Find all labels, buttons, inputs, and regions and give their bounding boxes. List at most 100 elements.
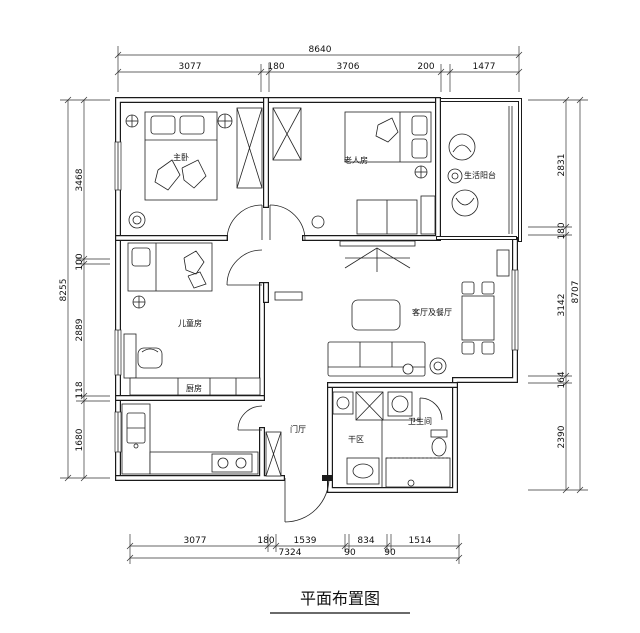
door-arc-kitchen bbox=[237, 405, 263, 431]
door-arc-entrance bbox=[284, 477, 330, 523]
burner-icon bbox=[235, 457, 247, 469]
children-bed-pillow bbox=[131, 247, 151, 267]
dimension-tick bbox=[562, 486, 570, 494]
floor-drain-icon bbox=[407, 479, 415, 487]
master-bed-pillow bbox=[179, 115, 205, 135]
dimension-tick bbox=[80, 255, 88, 263]
dimension-bottom-segment: 1514 bbox=[409, 536, 432, 546]
drawing-title: 平面布置图 bbox=[300, 589, 380, 608]
toilet-bowl bbox=[431, 437, 447, 457]
room-label-foyer: 门厅 bbox=[290, 424, 306, 434]
bathroom: 卫生间 bbox=[385, 416, 451, 488]
elderly-desk bbox=[420, 195, 436, 235]
plant-icon bbox=[311, 215, 325, 229]
dimension-bottom-segment: 834 bbox=[357, 536, 374, 546]
dimension-tick bbox=[264, 542, 272, 550]
room-label-dry-area: 干区 bbox=[348, 435, 364, 444]
children-cabinet-strip bbox=[129, 377, 261, 396]
doors bbox=[226, 204, 443, 523]
chair-back bbox=[141, 348, 159, 353]
dimension-tick bbox=[562, 223, 570, 231]
door-arc-master bbox=[226, 204, 263, 241]
dimension-left-segment: 2889 bbox=[75, 318, 85, 341]
dimension-tick bbox=[64, 96, 72, 104]
elderly-bed-pillow bbox=[411, 115, 428, 136]
dimension-tick bbox=[272, 542, 280, 550]
armchair-seat bbox=[452, 144, 472, 153]
dimension-tick bbox=[455, 542, 463, 550]
dimension-tick bbox=[437, 68, 445, 76]
dryer-drum bbox=[391, 395, 409, 413]
dimension-tick bbox=[126, 554, 134, 562]
dimension-tick bbox=[446, 68, 454, 76]
children-bed-cushion bbox=[183, 250, 205, 275]
wash-basin-counter bbox=[346, 457, 380, 485]
dimension-bottom-segment: 180 bbox=[257, 536, 274, 546]
dimension-bottom-segment: 90 bbox=[344, 548, 356, 558]
room-label-master-bedroom: 主卧 bbox=[173, 152, 189, 162]
dimension-tick bbox=[562, 231, 570, 239]
left-dimensions: 8255 3468 100 2889 118 1680 bbox=[59, 96, 110, 482]
round-table-icon bbox=[447, 168, 463, 184]
dimension-bottom-segment: 3077 bbox=[184, 536, 207, 546]
elderly-bed-pillow bbox=[411, 138, 428, 159]
kitchen bbox=[121, 403, 259, 475]
dimension-top-total: 8640 bbox=[309, 45, 332, 55]
room-label-balcony: 生活阳台 bbox=[464, 170, 496, 180]
master-bed-cushion bbox=[154, 159, 181, 191]
room-label-kitchen: 厨房 bbox=[186, 383, 202, 393]
dimension-tick bbox=[455, 554, 463, 562]
dimension-right-segment: 180 bbox=[557, 222, 567, 239]
dimension-tick bbox=[257, 68, 265, 76]
burner-icon bbox=[217, 457, 229, 469]
bottom-dimensions: 3077 180 1539 90 834 90 1514 7324 bbox=[126, 534, 463, 564]
dry-area: 干区 bbox=[332, 391, 413, 485]
dimension-right-segment: 2390 bbox=[557, 425, 567, 448]
dimension-left-segment: 118 bbox=[75, 381, 85, 398]
room-label-elderly-room: 老人房 bbox=[344, 155, 368, 165]
toilet-tank bbox=[430, 429, 448, 438]
washer-drum bbox=[336, 396, 350, 410]
dining-table bbox=[461, 295, 495, 341]
armchair-icon bbox=[451, 189, 479, 217]
door-arc-elderly bbox=[269, 204, 306, 241]
top-dimensions: 8640 3077 180 3706 200 1477 bbox=[114, 45, 523, 92]
dimension-right-total: 8707 bbox=[571, 281, 581, 304]
dimension-tick bbox=[126, 542, 134, 550]
wall-balcony bbox=[437, 99, 521, 241]
dimension-tick bbox=[383, 542, 391, 550]
dimension-tick bbox=[341, 542, 349, 550]
dimension-tick bbox=[265, 68, 273, 76]
door-arc-bathroom bbox=[419, 397, 443, 421]
washing-machine bbox=[332, 391, 354, 415]
wall-outer-right bbox=[328, 238, 517, 492]
plant-icon bbox=[128, 211, 146, 229]
elderly-bed-cushion bbox=[375, 117, 399, 143]
walls bbox=[115, 97, 522, 493]
dimension-tick bbox=[562, 379, 570, 387]
coffee-table bbox=[351, 299, 401, 331]
master-bed-pillow bbox=[150, 115, 176, 135]
tv-cabinet bbox=[339, 240, 416, 247]
dimension-top-segment: 200 bbox=[417, 62, 434, 72]
dimension-right-segment: 3142 bbox=[557, 294, 567, 317]
armchair-seat bbox=[455, 197, 475, 206]
foyer: 门厅 bbox=[265, 424, 306, 477]
dimension-tick bbox=[576, 96, 584, 104]
dimension-tick bbox=[515, 68, 523, 76]
dimension-right-segment: 2831 bbox=[557, 154, 567, 177]
dimension-tick bbox=[80, 392, 88, 400]
right-dimensions: 8707 2831 180 3142 164 2390 bbox=[528, 96, 588, 494]
wardrobe-hatch bbox=[272, 107, 302, 161]
master-bedroom: 主卧 bbox=[125, 107, 263, 229]
door-arc-children bbox=[226, 249, 263, 286]
children-chair bbox=[137, 347, 163, 369]
children-room: 儿童房 厨房 bbox=[123, 242, 261, 396]
dimension-left-total: 8255 bbox=[59, 279, 69, 302]
dimension-left-segment: 100 bbox=[75, 253, 85, 270]
plant-icon bbox=[402, 363, 414, 375]
dimension-bottom-segment: 1539 bbox=[294, 536, 317, 546]
plant-icon bbox=[132, 215, 142, 225]
dining-sideboard bbox=[496, 249, 510, 277]
dimension-left-segment: 1680 bbox=[75, 428, 85, 451]
